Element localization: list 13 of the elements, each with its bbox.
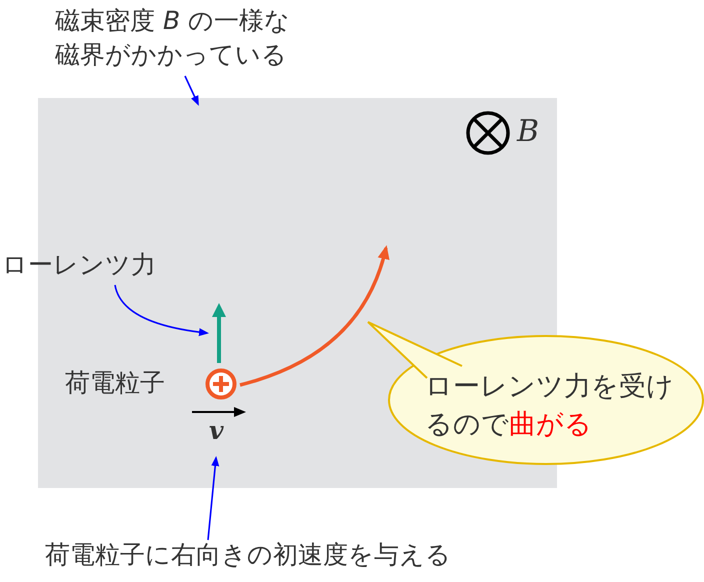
callout-text: ローレンツ力を受けるので曲がる [425, 370, 675, 442]
particle-circle [205, 368, 237, 400]
trajectory-arrow [240, 245, 389, 387]
particle-label: 荷電粒子 [65, 367, 165, 399]
annotation-text: 磁束密度 B の一様な磁界がかかっている [55, 5, 292, 71]
leader-line [207, 456, 220, 540]
annotation-text: 荷電粒子に右向きの初速度を与える [45, 539, 451, 571]
field-symbol: B [517, 114, 540, 150]
leader-line [114, 284, 209, 336]
velocity-symbol: v [209, 415, 224, 447]
annotation-text: ローレンツ力 [2, 249, 156, 281]
force-arrow [211, 303, 227, 363]
leader-line [184, 76, 199, 106]
